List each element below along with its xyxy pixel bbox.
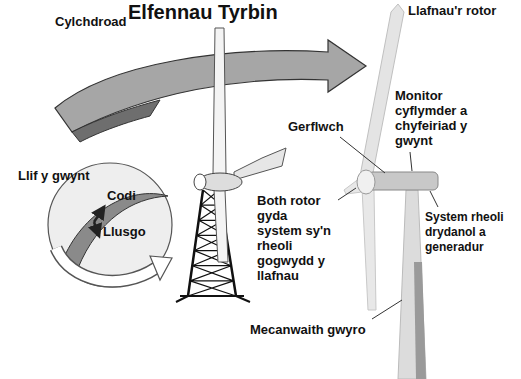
rotor-blade: [213, 28, 226, 174]
part-label: Gerflwch: [288, 119, 358, 134]
part-label: Codi: [107, 188, 147, 203]
part-label: Llusgo: [103, 224, 163, 239]
lattice-tower: [176, 190, 250, 302]
label-wrap: Llif y gwynt: [18, 168, 108, 183]
rotation-arrow: [55, 40, 366, 132]
label-wrap: System rheoli drydanol a generadur: [425, 210, 517, 255]
rotation-arrow-shade: [72, 100, 160, 142]
rotor-blade: [214, 190, 228, 262]
part-label: Cylchdroad: [55, 14, 165, 29]
part-label: Mecanwaith gwyro: [250, 322, 380, 337]
label-wrap: Llafnau'r rotor: [408, 3, 516, 18]
wind-flow-arrow: [56, 248, 156, 281]
part-label: Llif y gwynt: [18, 168, 108, 183]
label-wrap: Gerflwch: [288, 119, 358, 134]
tower: [398, 190, 426, 379]
label-wrap: Monitor cyflymder a chyfeiriad y gwynt: [395, 88, 495, 148]
label-wrap: Llusgo: [103, 224, 163, 239]
rotor-blade: [362, 188, 376, 310]
wind-flow-arrowhead: [150, 256, 172, 280]
leader-lines: [338, 137, 438, 319]
title: Elfennau Tyrbin: [128, 0, 278, 24]
label-wrap: Cylchdroad: [55, 14, 165, 29]
drag-arrow: [94, 222, 99, 236]
title-wrap: Elfennau Tyrbin: [128, 0, 278, 24]
label-wrap: Mecanwaith gwyro: [250, 322, 380, 337]
lift-arrow: [94, 207, 104, 222]
tail-vane: [234, 148, 286, 180]
label-wrap: Both rotor gyda system sy'n rheoli gogwy…: [257, 193, 335, 283]
tower-shade: [414, 262, 426, 379]
rotor-hub: [357, 170, 375, 194]
label-wrap: Codi: [107, 188, 147, 203]
part-label: System rheoli drydanol a generadur: [425, 210, 517, 255]
part-label: Both rotor gyda system sy'n rheoli gogwy…: [257, 193, 335, 283]
hub: [194, 174, 206, 190]
wind-flow-arrow: [56, 248, 156, 281]
nacelle: [368, 172, 438, 190]
part-label: Monitor cyflymder a chyfeiriad y gwynt: [395, 88, 495, 148]
part-label: Llafnau'r rotor: [408, 3, 516, 18]
